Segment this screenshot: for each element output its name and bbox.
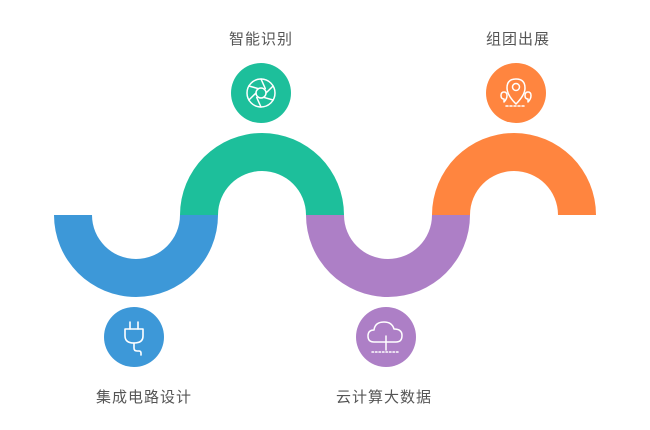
label-cloud-bigdata: 云计算大数据	[335, 388, 432, 406]
label-smart-recognition: 智能识别	[228, 30, 293, 48]
wave-segment-purple	[306, 215, 470, 297]
aperture-icon	[246, 78, 276, 108]
label-group-exhibition: 组团出展	[485, 30, 550, 48]
cloud-icon	[367, 321, 403, 353]
wave-segment-orange	[432, 133, 596, 215]
plug-icon	[124, 321, 144, 356]
wave-segment-blue	[54, 215, 218, 297]
node-smart-recognition	[231, 63, 291, 123]
location-pin-icon	[500, 78, 532, 107]
wave-segment-green	[180, 133, 344, 215]
node-integrated-circuit	[104, 307, 164, 367]
node-cloud-bigdata	[356, 307, 416, 367]
node-group-exhibition	[486, 63, 546, 123]
label-integrated-circuit: 集成电路设计	[95, 388, 192, 406]
